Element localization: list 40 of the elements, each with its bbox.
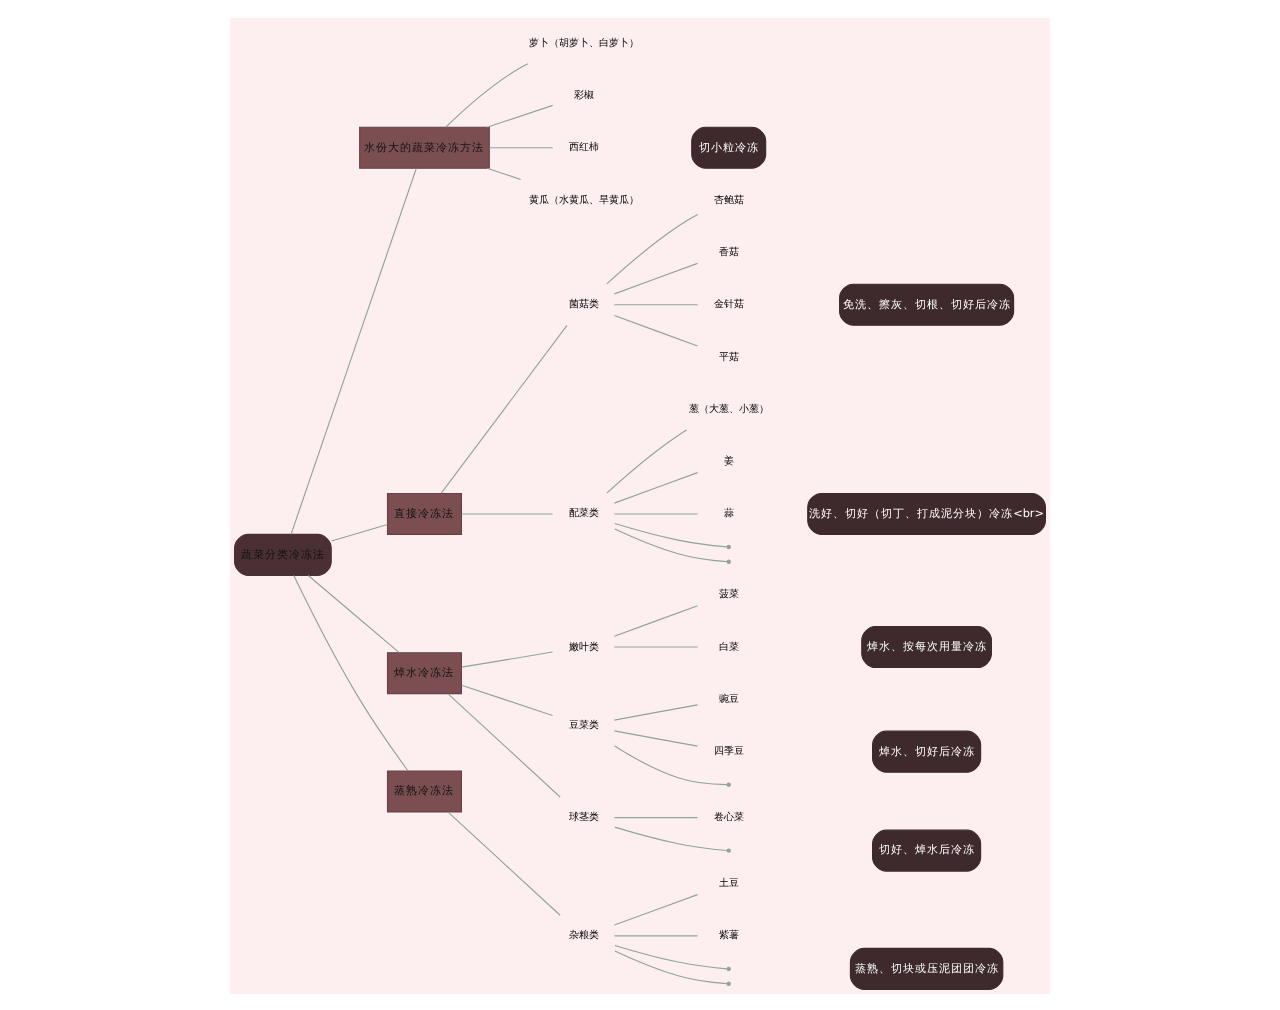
connector	[613, 729, 699, 746]
node-point	[726, 781, 731, 786]
node-point	[726, 543, 731, 549]
connector	[613, 313, 699, 346]
connector	[613, 261, 699, 294]
connector	[447, 692, 561, 797]
connector	[461, 650, 554, 667]
connector	[613, 645, 699, 647]
connector	[461, 683, 554, 716]
connector	[461, 512, 554, 514]
connector	[614, 521, 728, 547]
connector	[613, 893, 699, 925]
node-point	[726, 847, 731, 852]
connector	[606, 428, 688, 493]
node-point	[726, 965, 731, 971]
connector	[488, 146, 554, 148]
connector	[614, 949, 728, 984]
connector	[614, 943, 728, 969]
connector	[613, 816, 699, 818]
connector	[445, 62, 529, 127]
connector	[613, 703, 699, 720]
connector	[613, 934, 699, 936]
connector	[486, 103, 554, 127]
node-point	[726, 558, 731, 563]
connector	[613, 512, 699, 514]
connector	[307, 573, 400, 652]
connector	[613, 303, 699, 305]
connector	[614, 825, 728, 851]
connector	[613, 471, 699, 503]
node-point	[726, 980, 731, 985]
connector	[486, 166, 522, 179]
connector	[293, 573, 409, 771]
connector	[614, 744, 728, 785]
connector	[614, 527, 728, 562]
connector	[613, 604, 699, 636]
connector	[606, 213, 699, 284]
connector	[447, 810, 561, 915]
connector	[290, 166, 417, 534]
connector	[440, 323, 568, 493]
connector	[331, 522, 388, 541]
